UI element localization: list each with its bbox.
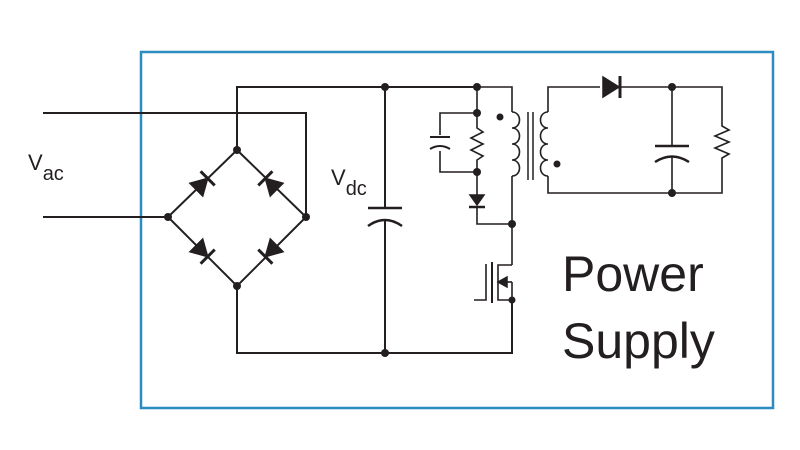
bulk-capacitor [367,206,403,228]
bridge-rectifier [164,146,310,290]
vac-label-main: V [28,150,43,175]
bridge-diode-1 [188,170,216,198]
power-supply-frame [139,50,775,410]
bridge-node-right [302,213,310,221]
dc-bus [236,83,513,357]
bridge-diode-3 [188,237,216,265]
title-line-2: Supply [562,313,715,369]
primary-polarity-dot [496,113,504,121]
ac-input-lines [43,112,307,218]
rcd-snubber [429,83,516,228]
vac-label: Vac [28,150,64,185]
vac-label-sub: ac [43,163,64,185]
vdc-label-main: V [331,165,346,190]
bridge-diode-2 [257,170,285,198]
title-line-1: Power [562,246,704,302]
secondary-polarity-dot [553,160,561,168]
secondary-output [547,75,732,197]
vdc-label-sub: dc [346,178,367,200]
bridge-node-left [164,213,172,221]
flyback-transformer [477,86,561,224]
bridge-diode-4 [257,237,285,265]
vdc-label: Vdc [331,165,367,200]
mosfet-switch [474,224,516,304]
